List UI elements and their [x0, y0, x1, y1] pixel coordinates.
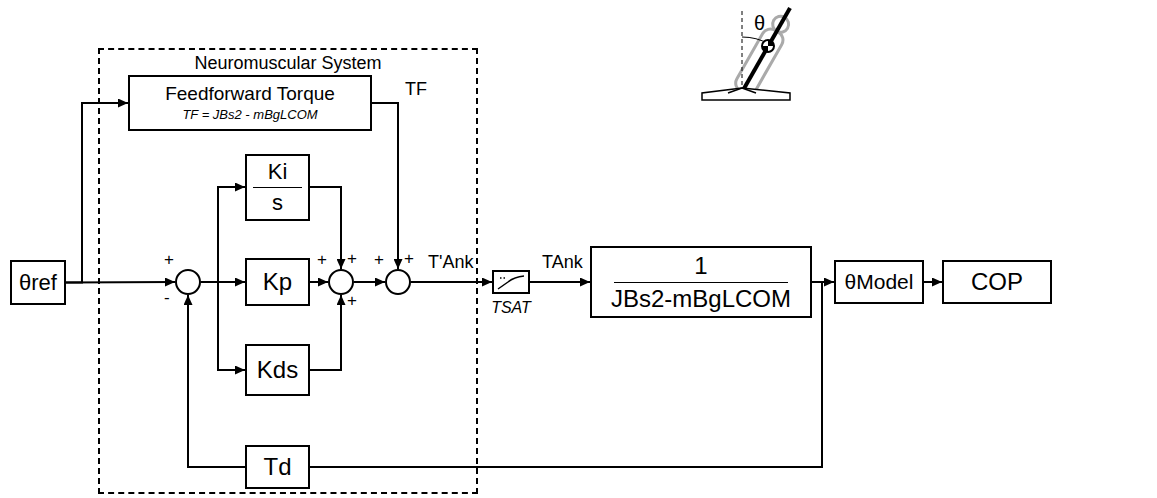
box-label: COP: [971, 268, 1023, 296]
sign-label: +: [317, 251, 327, 268]
signal-connector: [201, 187, 245, 282]
signal-connector: [310, 282, 822, 467]
numerator-text: 1: [694, 252, 707, 280]
foot-line: [728, 88, 742, 93]
signal-connector: [530, 281, 590, 283]
fraction-bar: [253, 187, 302, 188]
box-label: Feedforward Torque: [165, 83, 335, 105]
signal-connector: [372, 103, 398, 269]
signal-connector: [201, 282, 245, 370]
saturation-block: TSAT: [492, 270, 530, 294]
box-label: Td: [263, 453, 291, 481]
derivative-gain-box: Kds: [245, 344, 310, 396]
sign-label: -: [164, 289, 170, 306]
signal-connector: [310, 187, 341, 269]
box-label: θModel: [845, 270, 914, 294]
numerator-text: Ki: [268, 159, 288, 184]
delay-box: Td: [245, 445, 310, 489]
saturation-curve: [498, 276, 524, 289]
summing-junction: ++: [385, 269, 411, 295]
cop-output-box: COP: [942, 260, 1052, 304]
summing-junction: +++: [328, 269, 354, 295]
equation-text: TF = JBs2 - mBgLCOM: [182, 108, 317, 123]
signal-connector: [310, 295, 341, 370]
signal-connector: [354, 281, 385, 283]
signal-connector: [924, 281, 942, 283]
box-label: θref: [19, 270, 57, 295]
angle-label: θ: [752, 12, 767, 35]
com-marker: [762, 40, 774, 52]
foot-line: [742, 88, 756, 93]
saturation-icon: [494, 272, 528, 292]
plant-transfer-box: 1JBs2-mBgLCOM: [590, 246, 812, 318]
sign-label: +: [347, 250, 357, 267]
vertical-reference: [742, 10, 743, 92]
signal-label: TAnk: [540, 252, 585, 273]
input-box: θref: [10, 260, 66, 305]
signal-connector: [66, 103, 128, 283]
subsystem-title: Neuromuscular System: [100, 53, 476, 74]
feedforward-box: Feedforward Torque TF = JBs2 - mBgLCOM: [128, 75, 372, 131]
saturation-label: TSAT: [474, 299, 548, 317]
signal-label: T'Ank: [426, 252, 475, 273]
box-label: Kds: [257, 356, 298, 384]
foot-platform: [702, 88, 790, 100]
proportional-gain-box: Kp: [245, 258, 310, 306]
sign-label: +: [404, 250, 414, 267]
model-output-box: θModel: [834, 260, 924, 304]
saturation-limit: [500, 277, 506, 279]
fraction-bar: [614, 282, 788, 283]
sign-label: +: [347, 292, 357, 309]
sign-label: +: [374, 251, 384, 268]
signal-connector: [411, 281, 492, 283]
denominator-text: JBs2-mBgLCOM: [611, 285, 791, 313]
subsystem-boundary: Neuromuscular SystemFeedforward TorqueTF…: [98, 48, 478, 494]
signal-label: TF: [403, 79, 429, 100]
denominator-text: s: [272, 190, 283, 215]
integral-gain-box: Ki s: [245, 154, 310, 221]
sign-label: +: [164, 251, 174, 268]
signal-connector: [188, 295, 245, 467]
pendulum-body: [742, 8, 790, 92]
signal-connector: [310, 281, 328, 283]
center-of-mass: [762, 40, 774, 52]
summing-junction: +-: [175, 269, 201, 295]
box-label: Kp: [263, 268, 292, 296]
